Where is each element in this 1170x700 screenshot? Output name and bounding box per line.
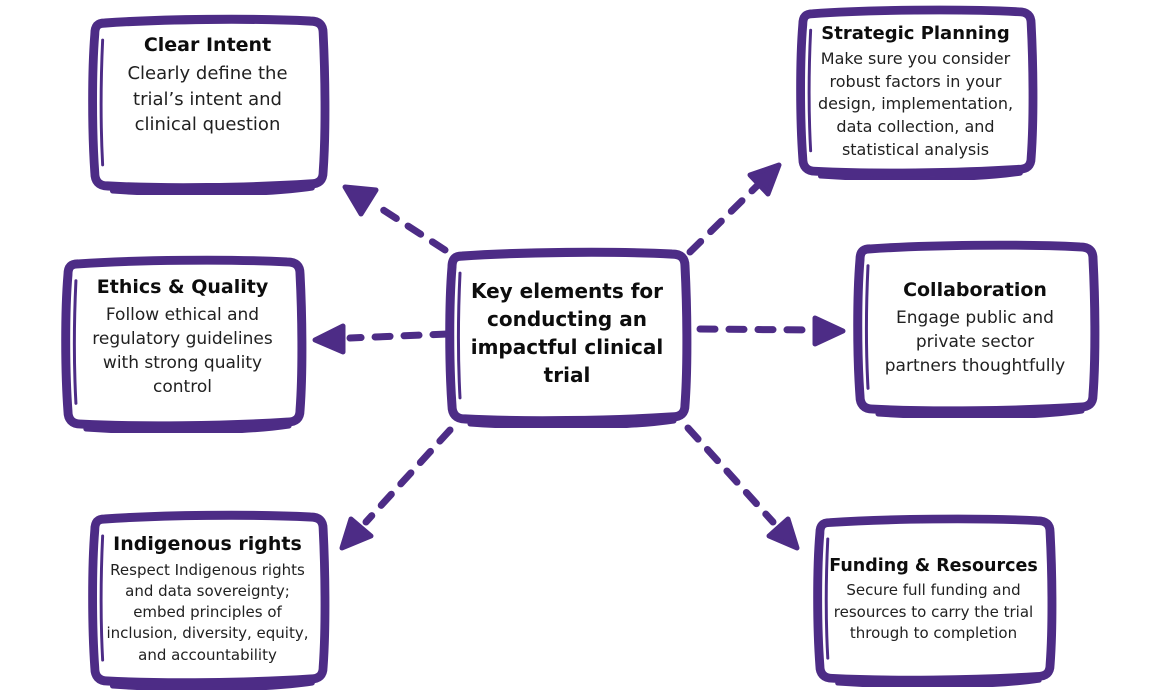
- sketch-frame: [88, 510, 330, 690]
- arrow-to-indigenous-rights: [339, 426, 454, 551]
- node-strategic-planning: Strategic Planning Make sure you conside…: [793, 3, 1038, 180]
- sketch-frame: [445, 247, 692, 428]
- center-topic-title: Key elements for conducting an impactful…: [470, 279, 664, 387]
- arrow-to-collaboration: [696, 315, 846, 347]
- arrow-to-ethics-quality: [312, 323, 452, 355]
- arrow-to-strategic-planning: [686, 162, 782, 256]
- node-body: Respect Indigenous rights and data sover…: [106, 560, 309, 664]
- node-clear-intent: Clear Intent Clearly define the trial’s …: [85, 12, 330, 195]
- node-body: Engage public and private sector partner…: [884, 307, 1066, 376]
- node-funding-resources: Funding & Resources Secure full funding …: [810, 512, 1057, 687]
- node-body: Make sure you consider robust factors in…: [817, 48, 1014, 159]
- node-body: Clearly define the trial’s intent and cl…: [127, 63, 288, 136]
- sketch-frame: [61, 255, 307, 433]
- sketch-frame: [853, 240, 1100, 418]
- arrow-to-funding-resources: [684, 424, 800, 551]
- node-title: Collaboration: [903, 278, 1047, 301]
- node-title: Strategic Planning: [821, 22, 1010, 44]
- node-indigenous-rights: Indigenous rights Respect Indigenous rig…: [85, 508, 330, 690]
- node-ethics-quality: Ethics & Quality Follow ethical and regu…: [58, 253, 307, 433]
- sketch-frame: [813, 514, 1057, 687]
- node-body: Secure full funding and resources to car…: [833, 581, 1034, 643]
- arrow-to-clear-intent: [342, 184, 449, 254]
- sketch-frame: [88, 14, 330, 195]
- node-collaboration: Collaboration Engage public and private …: [850, 238, 1100, 418]
- sketch-frame: [796, 5, 1038, 180]
- node-center-topic: Key elements for conducting an impactful…: [442, 245, 692, 428]
- node-title: Ethics & Quality: [96, 275, 269, 298]
- node-title: Indigenous rights: [113, 532, 302, 555]
- node-body: Follow ethical and regulatory guidelines…: [92, 304, 273, 397]
- node-title: Clear Intent: [143, 34, 272, 57]
- node-title: Funding & Resources: [829, 555, 1038, 576]
